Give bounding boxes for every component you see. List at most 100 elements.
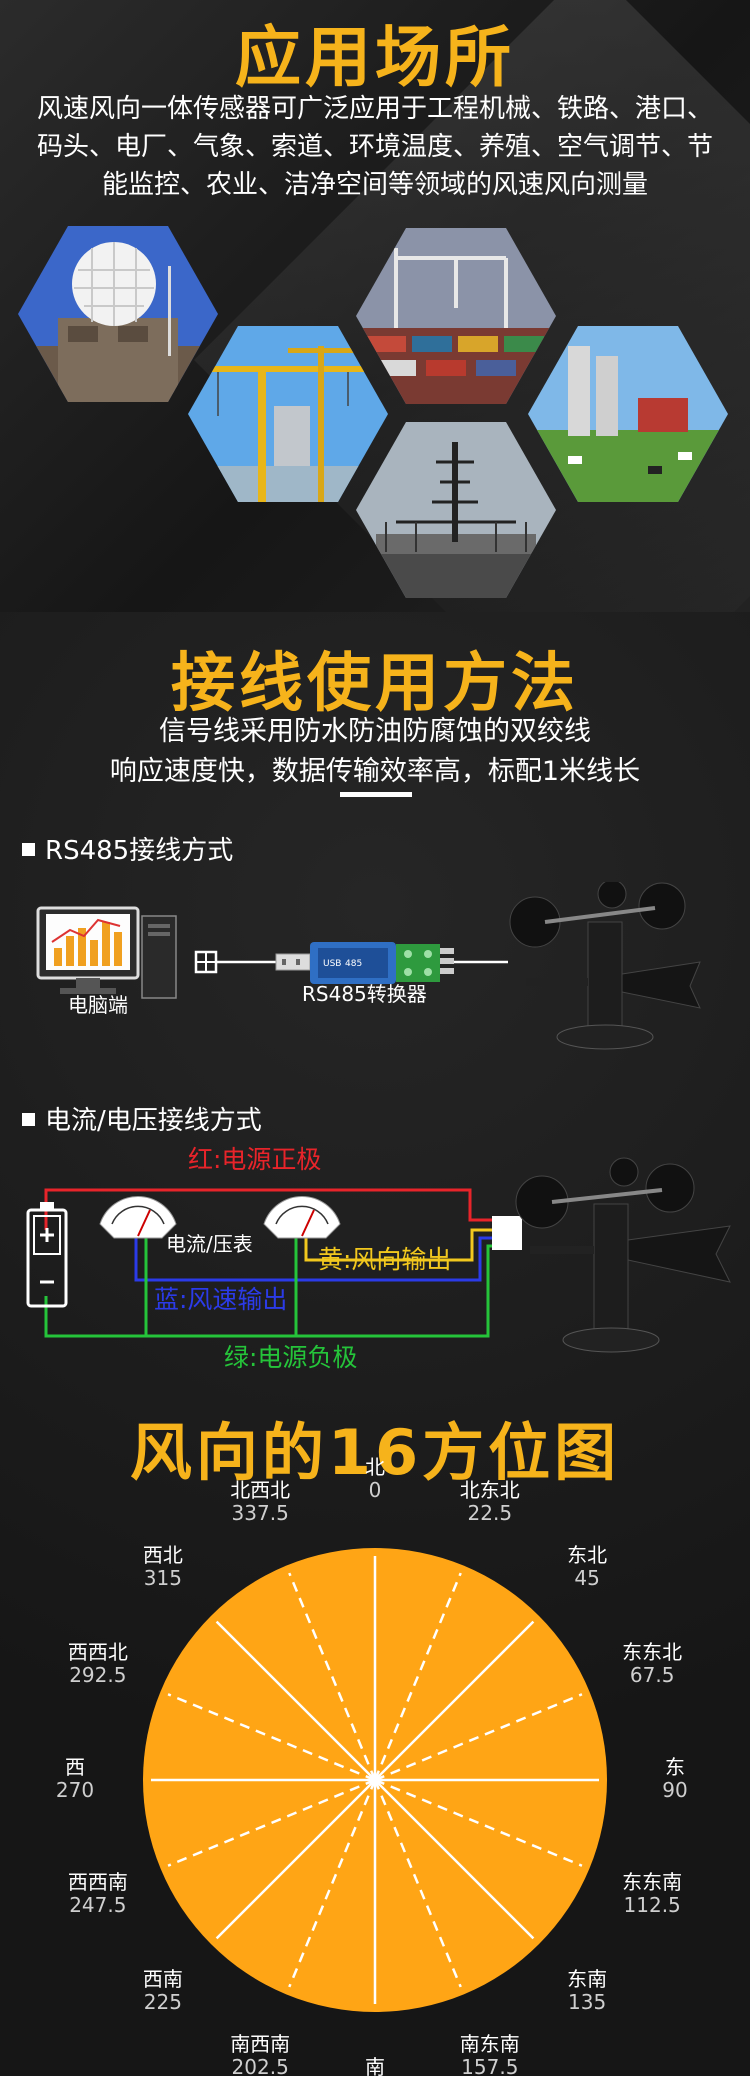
direction-degree: 0 <box>368 1478 382 1502</box>
description-line: 信号线采用防水防油防腐蚀的双绞线 <box>159 716 591 747</box>
direction-line <box>167 1693 376 1782</box>
voltmeter-icon <box>263 1195 341 1239</box>
green-wire <box>44 1244 492 1338</box>
blue-wire <box>134 1236 492 1282</box>
direction-degree: 337.5 <box>231 1500 289 1525</box>
direction-line <box>167 1778 376 1867</box>
construction-crane-photo <box>188 326 388 502</box>
direction-line <box>374 1778 583 1867</box>
direction-line <box>374 1620 535 1781</box>
direction-name: 西南 <box>142 1967 183 1992</box>
compass-title: 风向的16方位图 <box>129 1416 621 1489</box>
description-line: 能监控、农业、洁净空间等领域的风速风向测量 <box>101 170 648 200</box>
pc-label: 电脑端 <box>68 993 128 1017</box>
application-title: 应用场所 <box>235 19 515 96</box>
rs485-diagram: USB 485 <box>36 882 701 1050</box>
compass-rose <box>143 1548 607 2012</box>
wiring-description: 信号线采用防水防油防腐蚀的双绞线 响应速度快，数据传输效率高，标配1米线长 <box>0 712 750 792</box>
direction-name: 东北 <box>567 1542 608 1567</box>
direction-degree: 157.5 <box>461 2055 519 2076</box>
description-line: 响应速度快，数据传输效率高，标配1米线长 <box>109 756 641 787</box>
direction-line <box>215 1779 376 1940</box>
direction-line <box>215 1620 376 1781</box>
wind-sensor-icon <box>509 882 701 1050</box>
direction-degree: 45 <box>574 1565 600 1590</box>
direction-name: 北东北 <box>459 1477 520 1502</box>
direction-line <box>374 1779 535 1940</box>
direction-name: 东 <box>665 1755 685 1779</box>
yellow-wire-label: 黄:风向输出 <box>318 1245 452 1274</box>
direction-name: 西西北 <box>67 1640 128 1665</box>
yellow-wire <box>304 1228 492 1262</box>
direction-name: 西西南 <box>67 1869 128 1894</box>
connector-plug <box>492 1216 522 1250</box>
red-wire-label: 红:电源正极 <box>188 1145 322 1174</box>
direction-degree: 67.5 <box>629 1663 675 1688</box>
meter-label: 电流/压表 <box>166 1232 253 1256</box>
direction-name: 北西北 <box>230 1477 291 1502</box>
bullet-square <box>22 843 35 856</box>
wiring-section: 接线使用方法 信号线采用防水防油防腐蚀的双绞线 响应速度快，数据传输效率高，标配… <box>0 612 750 2076</box>
direction-degree: 22.5 <box>467 1500 513 1525</box>
rs485-converter-icon: USB 485 <box>310 942 454 984</box>
wiring-title: 接线使用方法 <box>171 647 579 721</box>
direction-degree: 315 <box>143 1565 182 1590</box>
direction-degree: 292.5 <box>69 1663 127 1688</box>
converter-label: RS485转换器 <box>302 982 427 1006</box>
analog-heading-text: 电流/电压接线方式 <box>45 1106 262 1136</box>
description-line: 码头、电厂、气象、索道、环境温度、养殖、空气调节、节 <box>36 132 713 162</box>
direction-line <box>373 1572 462 1781</box>
analog-wiring-diagram <box>26 1157 731 1353</box>
direction-line <box>288 1572 377 1781</box>
direction-line <box>374 1693 583 1782</box>
description-line: 风速风向一体传感器可广泛应用于工程机械、铁路、港口、 <box>36 94 713 124</box>
direction-degree: 202.5 <box>231 2055 289 2076</box>
direction-name: 东南 <box>567 1967 608 1992</box>
rs485-heading: RS485接线方式 <box>22 830 233 867</box>
direction-name: 东东北 <box>622 1640 683 1665</box>
analog-heading: 电流/电压接线方式 <box>22 1100 262 1137</box>
svg-text:USB: USB <box>323 959 341 969</box>
direction-name: 西北 <box>142 1542 183 1567</box>
direction-name: 南东南 <box>459 2032 520 2057</box>
application-description: 风速风向一体传感器可广泛应用于工程机械、铁路、港口、 码头、电厂、气象、索道、环… <box>20 90 730 204</box>
direction-degree: 112.5 <box>623 1892 681 1917</box>
direction-name: 北 <box>365 1455 385 1479</box>
direction-line <box>288 1779 377 1988</box>
direction-degree: 270 <box>55 1778 95 1802</box>
direction-degree: 135 <box>568 1990 607 2015</box>
green-wire-label: 绿:电源负极 <box>224 1343 358 1372</box>
direction-label: 南180 <box>320 2056 430 2076</box>
battery-icon <box>26 1202 68 1308</box>
application-section: 应用场所 风速风向一体传感器可广泛应用于工程机械、铁路、港口、 码头、电厂、气象… <box>0 0 750 612</box>
ammeter-icon <box>99 1195 177 1239</box>
direction-name: 东东南 <box>622 1869 683 1894</box>
blue-wire-label: 蓝:风速输出 <box>154 1285 288 1314</box>
direction-degree: 90 <box>662 1778 688 1802</box>
wind-sensor-icon <box>515 1157 731 1353</box>
direction-name: 南 <box>365 2055 385 2076</box>
direction-degree: 247.5 <box>69 1892 127 1917</box>
title-divider <box>340 792 412 797</box>
direction-name: 南西南 <box>230 2032 291 2057</box>
computer-icon <box>36 906 177 999</box>
direction-name: 西 <box>65 1755 85 1779</box>
weather-radar-photo <box>18 226 218 402</box>
svg-text:485: 485 <box>345 959 362 969</box>
